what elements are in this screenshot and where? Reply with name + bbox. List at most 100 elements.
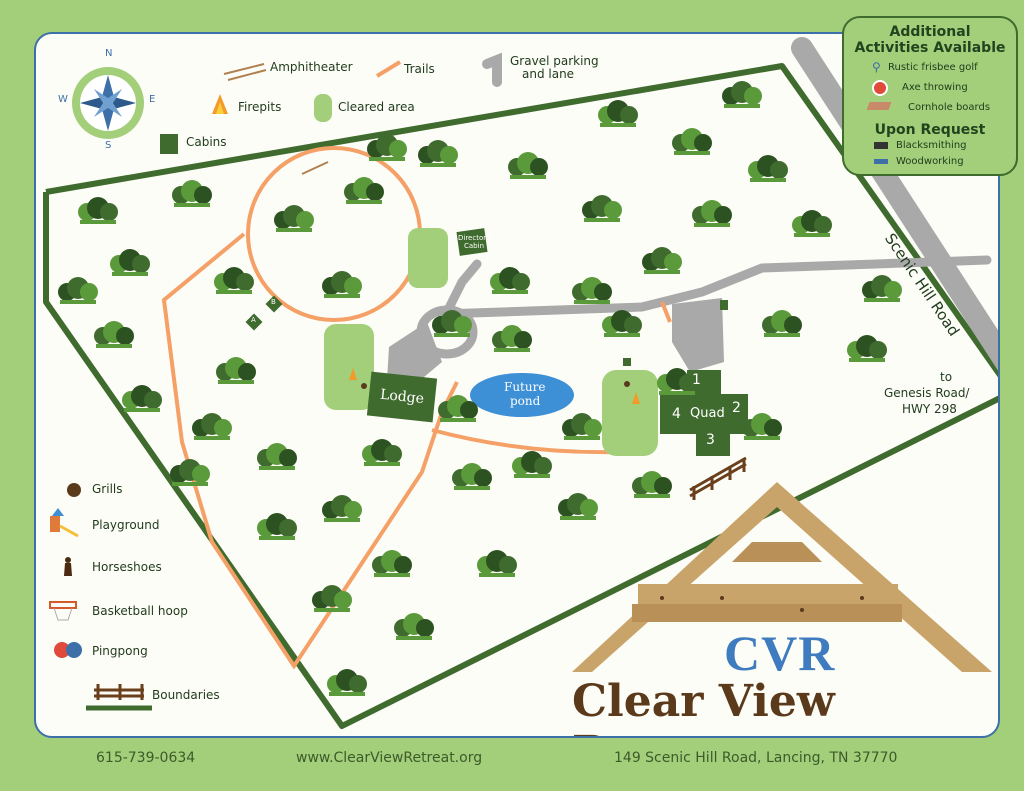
- compass-s: S: [105, 140, 112, 151]
- tree-cluster: [672, 128, 712, 155]
- map-area: N S E W Amphitheater Trails Gravel parki…: [34, 32, 1000, 738]
- tree-cluster: [748, 155, 788, 182]
- footer-address: 149 Scenic Hill Road, Lancing, TN 37770: [614, 750, 898, 766]
- direction-hwy: HWY 298: [902, 402, 957, 416]
- anvil-icon: [874, 142, 888, 149]
- tree-cluster: [327, 669, 367, 696]
- tree-cluster: [562, 413, 602, 440]
- legend-playground: Playground: [92, 518, 160, 532]
- future-pond: [470, 373, 574, 417]
- pond-label-2: pond: [510, 394, 541, 408]
- horseshoes-icon: [64, 557, 72, 576]
- footer-phone: 615-739-0634: [96, 750, 196, 766]
- tree-cluster: [432, 310, 472, 337]
- quad-3: 3: [706, 432, 715, 448]
- legend-gravel-2: and lane: [522, 67, 575, 81]
- lodge-label: Lodge: [366, 371, 438, 423]
- legend-firepits: Firepits: [238, 100, 282, 114]
- directors-cabin-label-2: Cabin: [464, 242, 485, 250]
- tree-cluster: [742, 413, 782, 440]
- tree-cluster: [862, 275, 902, 302]
- legend-horseshoes: Horseshoes: [92, 560, 162, 574]
- tree-cluster: [110, 249, 150, 276]
- tree-cluster: [362, 439, 402, 466]
- legend-grills: Grills: [92, 482, 123, 496]
- amphitheater-icon: [223, 63, 329, 175]
- activities-panel: Additional Activities Available ⚲ Rustic…: [842, 16, 1018, 176]
- tree-cluster: [657, 368, 697, 395]
- tree-cluster: [322, 271, 362, 298]
- compass-e: E: [149, 94, 156, 105]
- request-title: Upon Request: [874, 122, 986, 138]
- tree-cluster: [572, 277, 612, 304]
- cabin-b-label: B: [271, 298, 276, 306]
- tree-cluster: [492, 325, 532, 352]
- legend-basketball: Basketball hoop: [92, 604, 188, 618]
- activity-cornhole: Cornhole boards: [908, 102, 991, 113]
- brand-cvr: CVR: [724, 625, 836, 681]
- tree-cluster: [257, 443, 297, 470]
- tree-cluster: [490, 267, 530, 294]
- cabin-a-label: A: [251, 316, 256, 324]
- pond-label: Future: [504, 380, 546, 394]
- tree-cluster: [452, 463, 492, 490]
- tree-cluster: [372, 550, 412, 577]
- playground-icon: [50, 508, 79, 538]
- footer-website[interactable]: www.ClearViewRetreat.org: [296, 750, 483, 766]
- activities-title: Additional: [889, 24, 971, 40]
- tree-cluster: [216, 357, 256, 384]
- trees: [58, 81, 902, 696]
- compass-n: N: [105, 48, 113, 59]
- tree-cluster: [692, 200, 732, 227]
- saw-icon: [874, 159, 888, 164]
- frisbee-golf-icon: ⚲: [872, 60, 881, 74]
- scenic-hill-road: [791, 37, 998, 371]
- tree-cluster: [762, 310, 802, 337]
- tree-cluster: [477, 550, 517, 577]
- legend-boundaries: Boundaries: [152, 688, 220, 702]
- tree-cluster: [122, 385, 162, 412]
- trail-legend: [375, 60, 402, 78]
- tree-cluster: [598, 100, 638, 127]
- tree-cluster: [602, 310, 642, 337]
- quad-2: 2: [732, 400, 741, 416]
- tree-cluster: [632, 471, 672, 498]
- tree-cluster: [170, 459, 210, 486]
- tree-cluster: [344, 177, 384, 204]
- legend-gravel: Gravel parking: [510, 54, 599, 68]
- tree-cluster: [78, 197, 118, 224]
- tree-cluster: [582, 195, 622, 222]
- tree-cluster: [322, 495, 362, 522]
- tree-cluster: [214, 267, 254, 294]
- pingpong-icon: [54, 642, 82, 658]
- compass: [72, 67, 144, 139]
- tree-cluster: [558, 493, 598, 520]
- tree-cluster: [847, 335, 887, 362]
- map-drawing: [43, 37, 998, 729]
- property-boundary: [43, 63, 998, 729]
- quad-1: 1: [692, 372, 701, 388]
- grills: [67, 381, 630, 497]
- tree-cluster: [394, 613, 434, 640]
- request-blacksmithing: Blacksmithing: [896, 140, 967, 151]
- request-woodworking: Woodworking: [896, 156, 964, 167]
- cornhole-icon: [866, 102, 892, 110]
- cvr-logo-frame: [572, 482, 992, 672]
- activity-frisbee: Rustic frisbee golf: [888, 62, 978, 73]
- tree-cluster: [274, 205, 314, 232]
- tree-cluster: [418, 140, 458, 167]
- quad-4: 4: [672, 406, 681, 422]
- directors-cabin-label: Director's: [458, 234, 492, 242]
- tree-cluster: [58, 277, 98, 304]
- gravel-legend: [482, 52, 502, 87]
- legend-amphitheater: Amphitheater: [270, 60, 353, 74]
- tree-cluster: [94, 321, 134, 348]
- legend-trails: Trails: [404, 62, 435, 76]
- fence: [94, 456, 747, 700]
- tree-cluster: [312, 585, 352, 612]
- tree-cluster: [257, 513, 297, 540]
- axe-target-icon: [872, 80, 888, 96]
- parking-lot-lodge: [387, 322, 442, 387]
- tree-cluster: [642, 247, 682, 274]
- basketball-icon: [49, 601, 77, 621]
